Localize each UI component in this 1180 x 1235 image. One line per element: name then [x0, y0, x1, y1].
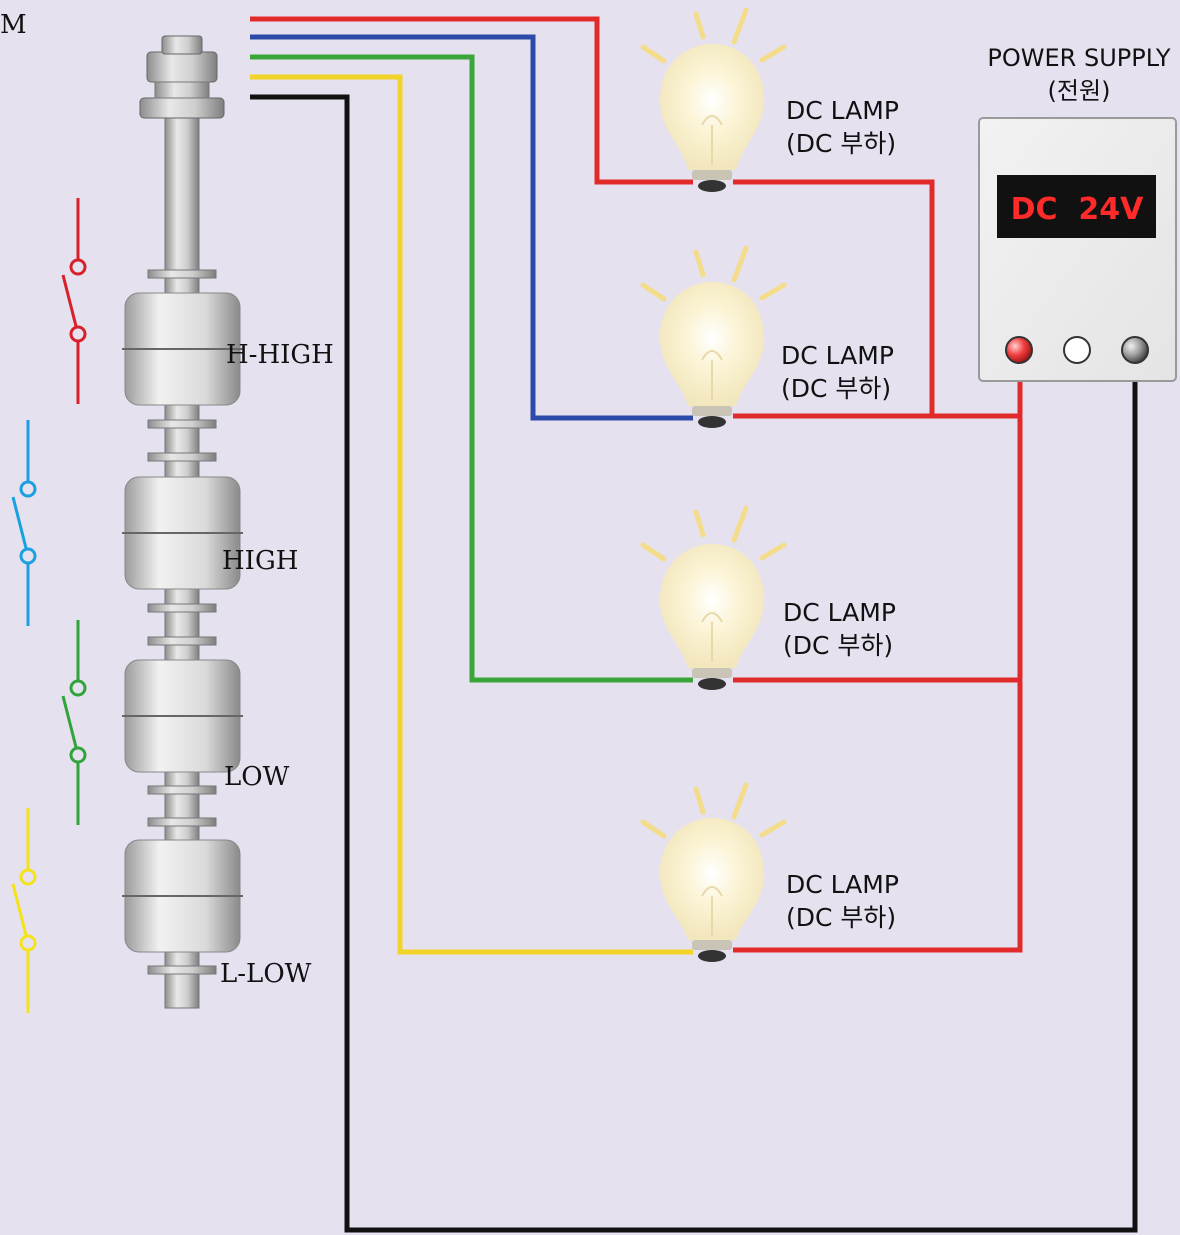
wire-yellow: [250, 74, 693, 955]
float-level-sensor: [122, 35, 243, 1009]
wire-red-lamp1-return: [733, 179, 935, 414]
lamp-2-label: DC LAMP: [781, 341, 894, 370]
terminal-middle-icon: [1063, 336, 1091, 364]
power-supply-subtitle: (전원): [1048, 77, 1111, 105]
float-high: [122, 476, 243, 590]
lamp-1-label: DC LAMP: [786, 96, 899, 125]
lamp-3-label: DC LAMP: [783, 598, 896, 627]
dc-lamp-1: DC LAMP (DC 부하): [640, 7, 899, 192]
switch-symbol-red: [61, 198, 87, 404]
lightbulb-icon: [640, 505, 787, 690]
wire-blue: [250, 34, 693, 421]
terminal-negative-icon: [1121, 336, 1149, 364]
terminal-positive-icon: [1005, 336, 1033, 364]
level-label-low: LOW: [224, 762, 290, 792]
wire-red-lamp4-return: [733, 350, 1023, 953]
lightbulb-icon: [640, 782, 787, 962]
lamp-2-sublabel: (DC 부하): [781, 374, 891, 403]
dc-lamp-3: DC LAMP (DC 부하): [640, 505, 896, 690]
float-l-low: [122, 839, 243, 953]
switch-symbol-blue: [11, 420, 37, 626]
level-label-high: HIGH: [222, 546, 298, 576]
wire-green: [250, 54, 693, 683]
switch-symbol-yellow: [11, 808, 37, 1013]
wire-red-switch: [250, 16, 693, 185]
float-low: [122, 659, 243, 773]
dc-lamp-2: DC LAMP (DC 부하): [640, 245, 894, 428]
lamp-3-sublabel: (DC 부하): [783, 631, 893, 660]
level-label-l-low: L-LOW: [220, 959, 312, 989]
dc-lamp-4: DC LAMP (DC 부하): [640, 782, 899, 962]
wire-black-common: [250, 94, 1138, 1233]
power-supply-title: POWER SUPPLY: [987, 44, 1170, 72]
lightbulb-icon: [640, 245, 787, 428]
wires: [250, 16, 1138, 1233]
voltage-display: [997, 175, 1156, 238]
lamp-1-sublabel: (DC 부하): [786, 129, 896, 158]
lamp-4-label: DC LAMP: [786, 870, 899, 899]
corner-text-fragment: M: [0, 10, 27, 40]
level-label-h-high: H-HIGH: [226, 340, 334, 370]
top-nut: [146, 51, 218, 83]
switch-symbol-green: [61, 620, 87, 825]
lamp-4-sublabel: (DC 부하): [786, 903, 896, 932]
voltage-display-text: DC 24V: [1011, 192, 1145, 227]
power-supply: POWER SUPPLY (전원) DC 24V: [978, 44, 1177, 382]
lightbulb-icon: [640, 7, 787, 192]
float-h-high: [122, 292, 243, 406]
